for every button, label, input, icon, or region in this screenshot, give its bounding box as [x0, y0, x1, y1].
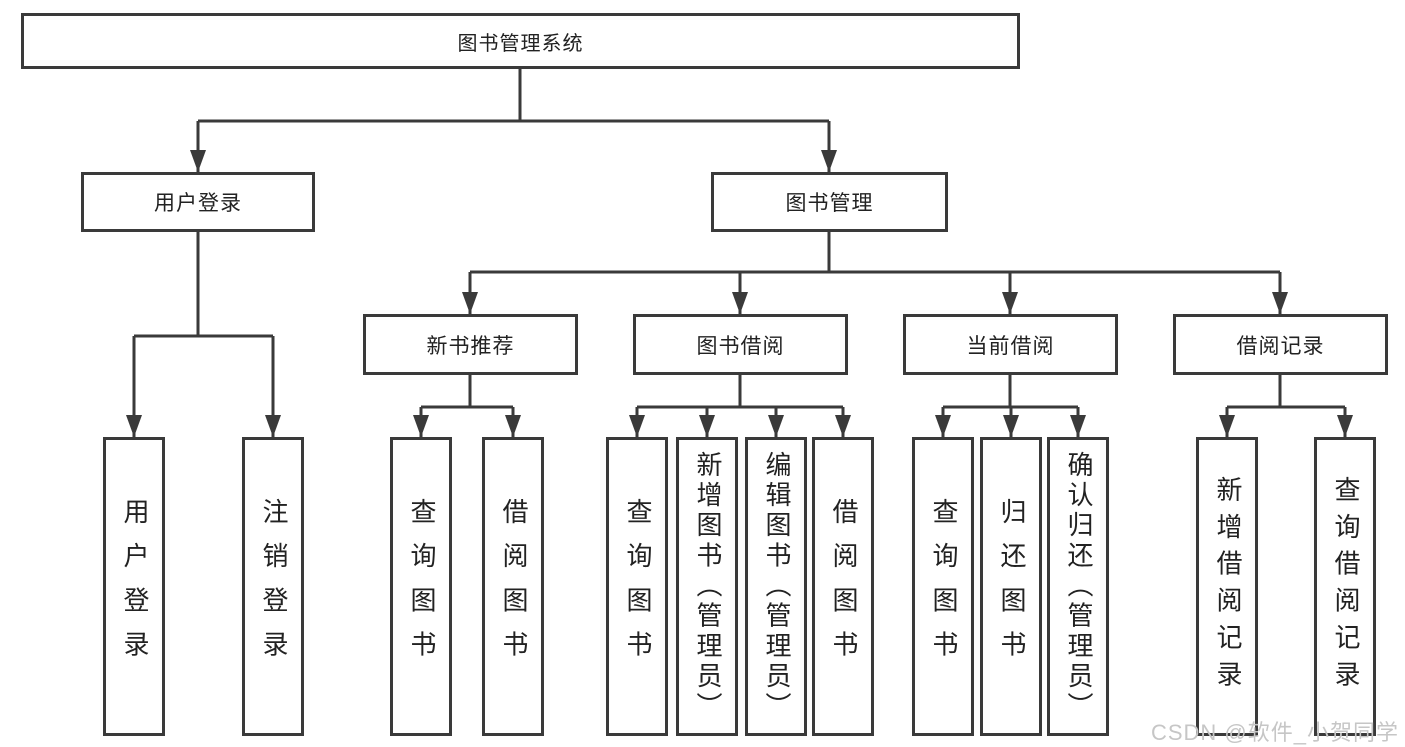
- arrowhead-down-icon: [821, 150, 837, 172]
- arrowhead-down-icon: [1337, 415, 1353, 437]
- connector-book-borrow: [635, 375, 845, 437]
- arrowhead-down-icon: [835, 415, 851, 437]
- node-leaf-user-login: 用户登录: [103, 437, 165, 736]
- leaf-label: 借阅图书: [498, 498, 529, 675]
- arrowhead-down-icon: [505, 415, 521, 437]
- node-system-root: 图书管理系统: [21, 13, 1020, 69]
- connector-new-book-rec: [419, 375, 515, 437]
- arrowhead-down-icon: [1272, 292, 1288, 314]
- node-book-management: 图书管理: [711, 172, 948, 232]
- leaf-label: 编辑图书（管理员）: [761, 450, 792, 723]
- node-leaf-confirm-return-admin: 确认归还（管理员）: [1047, 437, 1109, 736]
- node-current-borrow: 当前借阅: [903, 314, 1118, 375]
- node-leaf-add-books-admin: 新增图书（管理员）: [676, 437, 738, 736]
- arrowhead-down-icon: [1003, 415, 1019, 437]
- arrowhead-down-icon: [1070, 415, 1086, 437]
- leaf-label: 确认归还（管理员）: [1063, 450, 1094, 723]
- arrowhead-down-icon: [629, 415, 645, 437]
- leaf-label: 查询借阅记录: [1330, 475, 1361, 698]
- arrowhead-down-icon: [732, 292, 748, 314]
- node-leaf-query-borrow-record: 查询借阅记录: [1314, 437, 1376, 736]
- arrowhead-down-icon: [413, 415, 429, 437]
- arrowhead-down-icon: [126, 415, 142, 437]
- leaf-label: 新增图书（管理员）: [692, 450, 723, 723]
- arrowhead-down-icon: [190, 150, 206, 172]
- leaf-label: 借阅图书: [828, 498, 859, 675]
- node-leaf-borrow-books-2: 借阅图书: [812, 437, 874, 736]
- node-leaf-borrow-books-1: 借阅图书: [482, 437, 544, 736]
- arrowhead-down-icon: [699, 415, 715, 437]
- node-new-book-recommend: 新书推荐: [363, 314, 578, 375]
- arrowhead-down-icon: [768, 415, 784, 437]
- connector-borrow-records: [1225, 375, 1347, 437]
- leaf-label: 注销登录: [258, 498, 289, 675]
- node-leaf-add-borrow-record: 新增借阅记录: [1196, 437, 1258, 736]
- node-borrow-records: 借阅记录: [1173, 314, 1388, 375]
- node-leaf-query-books-1: 查询图书: [390, 437, 452, 736]
- arrowhead-down-icon: [265, 415, 281, 437]
- csdn-watermark: CSDN @软件_小贺同学: [1150, 720, 1399, 745]
- arrowhead-down-icon: [1219, 415, 1235, 437]
- node-leaf-query-books-2: 查询图书: [606, 437, 668, 736]
- arrowhead-down-icon: [935, 415, 951, 437]
- leaf-label: 用户登录: [119, 498, 150, 675]
- connector-user-login: [132, 232, 275, 437]
- leaf-label: 查询图书: [406, 498, 437, 675]
- leaf-label: 查询图书: [622, 498, 653, 675]
- leaf-label: 归还图书: [996, 498, 1027, 675]
- connector-root: [196, 69, 831, 172]
- node-book-borrow: 图书借阅: [633, 314, 848, 375]
- arrowhead-down-icon: [462, 292, 478, 314]
- connector-book-mgmt: [468, 232, 1282, 314]
- node-user-login: 用户登录: [81, 172, 315, 232]
- node-leaf-edit-books-admin: 编辑图书（管理员）: [745, 437, 807, 736]
- arrowhead-down-icon: [1002, 292, 1018, 314]
- node-leaf-query-books-3: 查询图书: [912, 437, 974, 736]
- leaf-label: 新增借阅记录: [1212, 475, 1243, 698]
- leaf-label: 查询图书: [928, 498, 959, 675]
- node-leaf-logout: 注销登录: [242, 437, 304, 736]
- node-leaf-return-books: 归还图书: [980, 437, 1042, 736]
